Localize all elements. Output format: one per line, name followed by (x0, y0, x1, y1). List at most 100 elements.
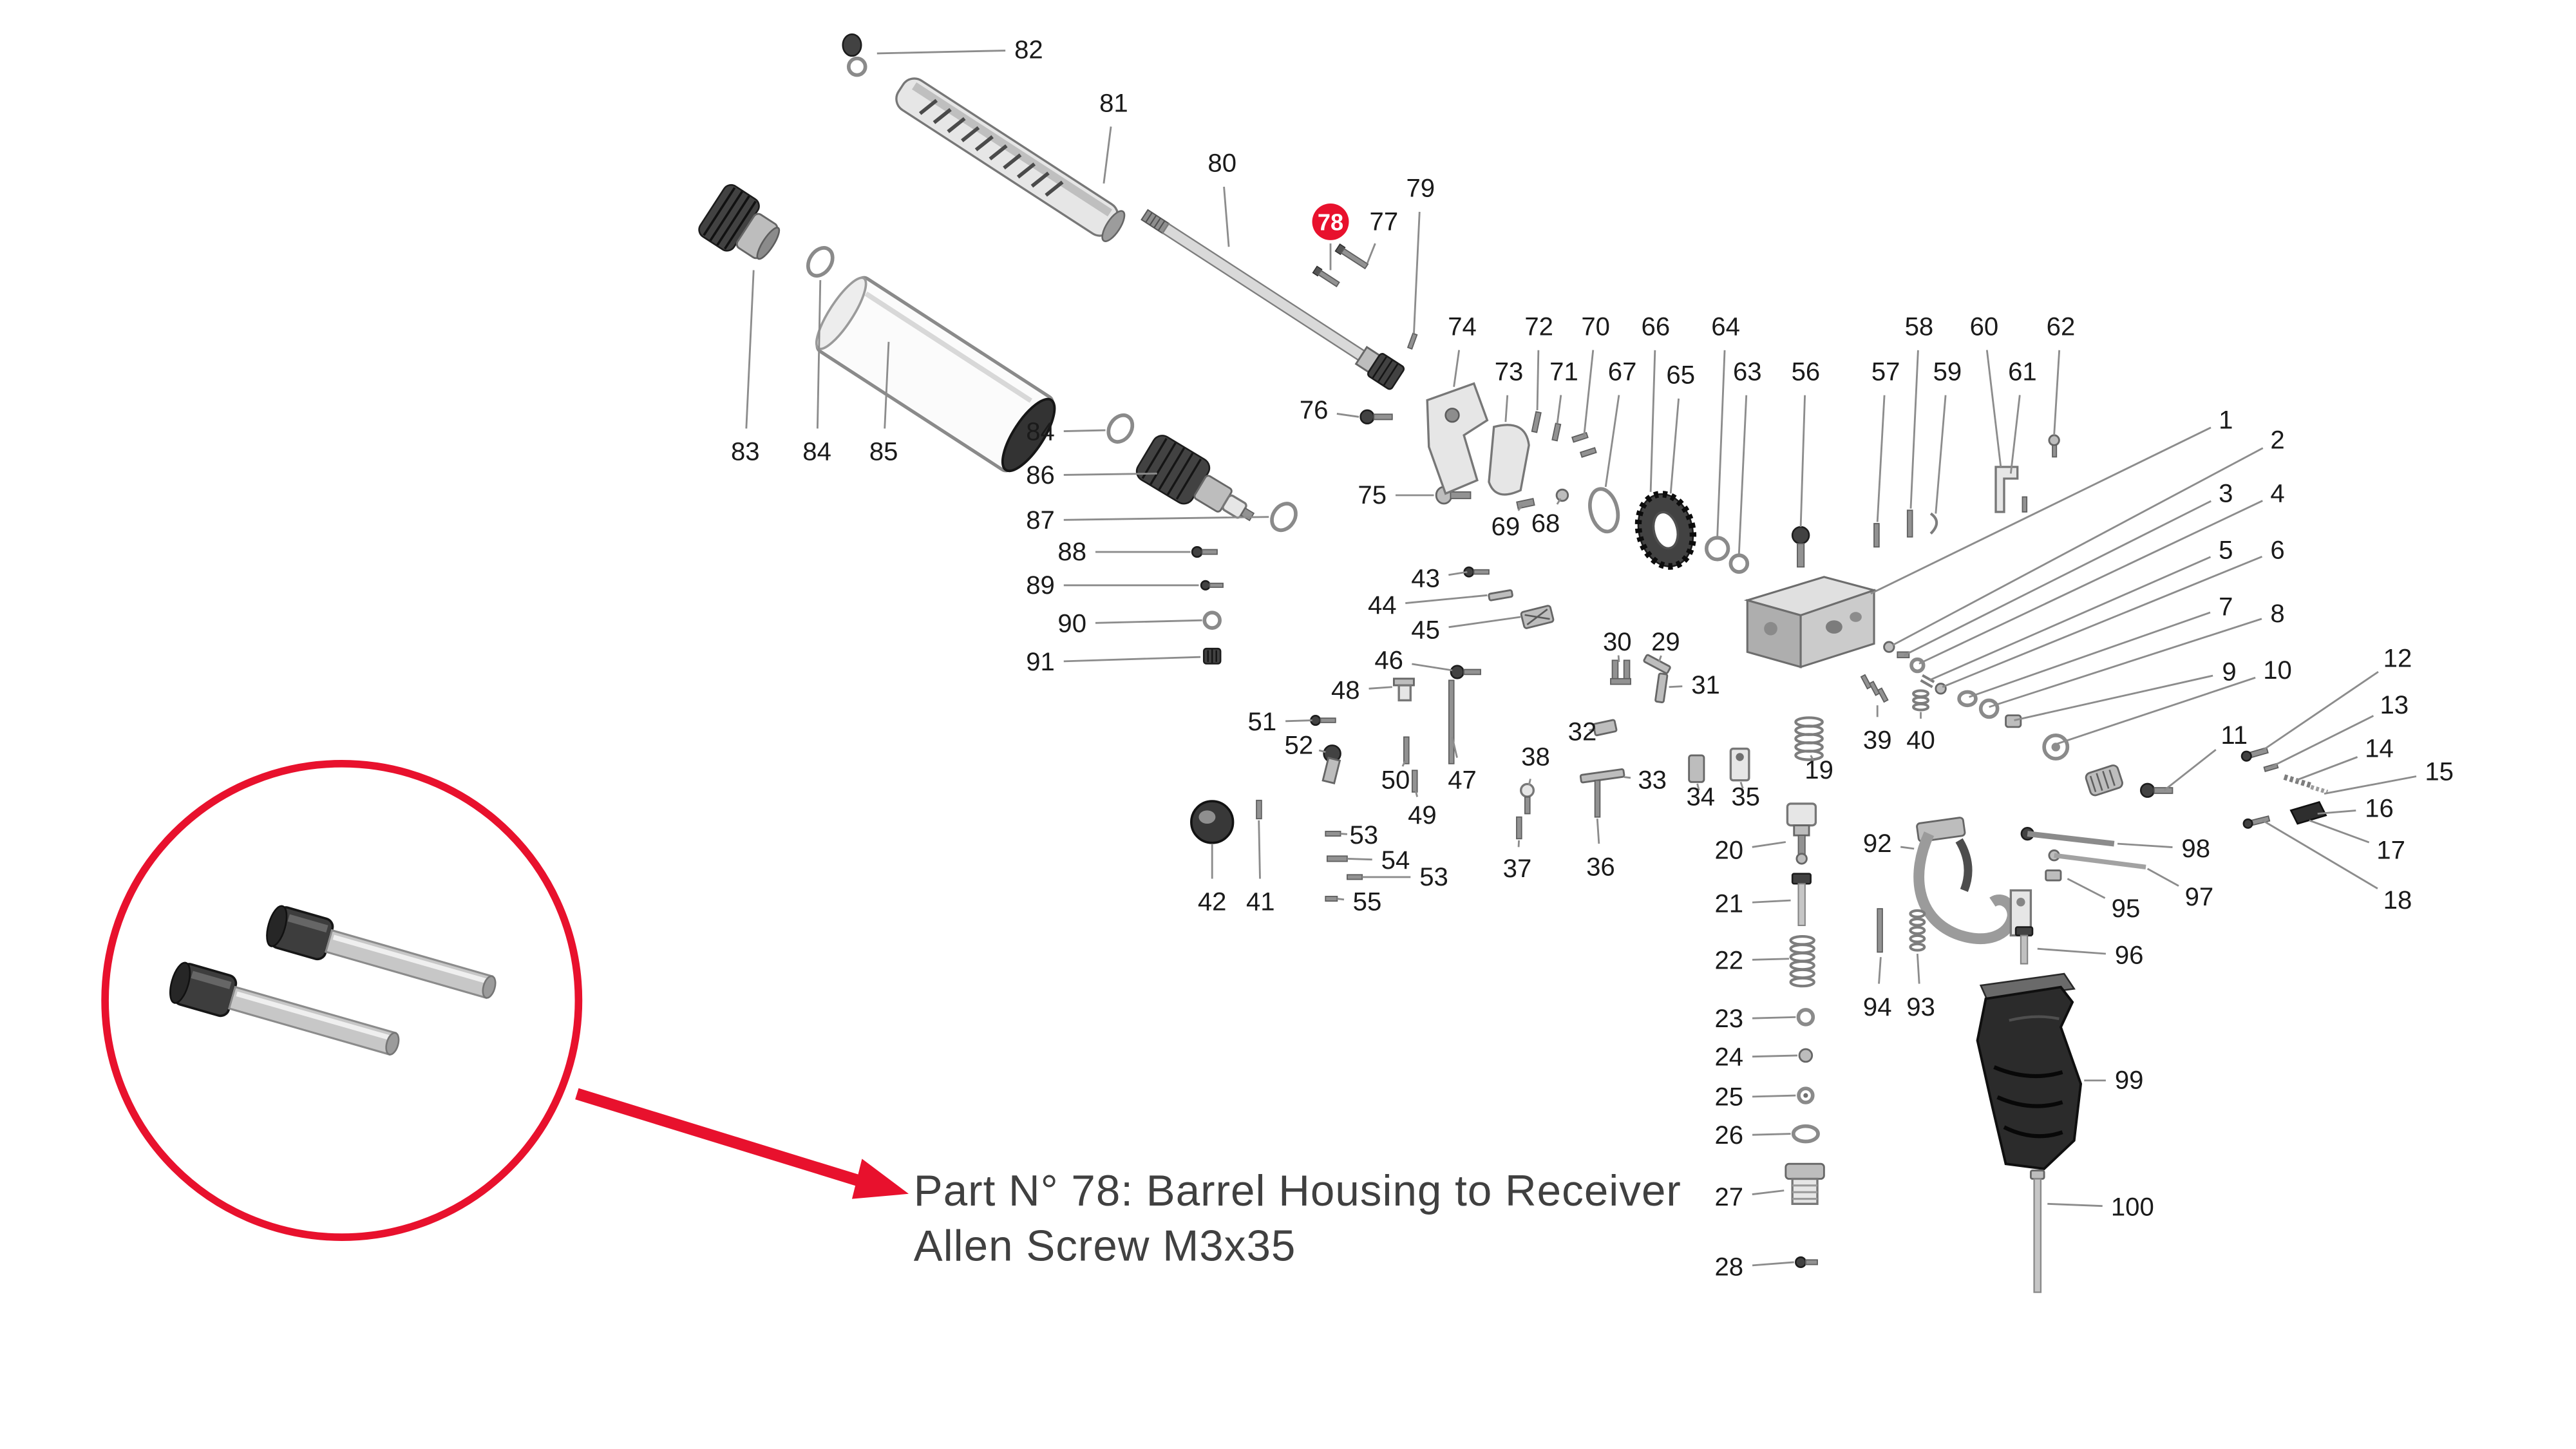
leader-line-73 (1504, 395, 1509, 422)
leader-line-67 (1604, 395, 1620, 488)
part-100-stock-bolt (2029, 1170, 2045, 1293)
part-label-79: 79 (1406, 174, 1435, 203)
part-59-clip (1929, 512, 1938, 535)
leader-line-86 (1063, 472, 1157, 476)
part-69-clip (1516, 498, 1535, 509)
part-label-59: 59 (1933, 357, 1962, 386)
part-label-93: 93 (1906, 992, 1935, 1021)
leader-line-44 (1405, 594, 1488, 604)
leader-line-57 (1876, 395, 1886, 522)
part-label-8: 8 (2270, 599, 2284, 628)
part-label-24: 24 (1714, 1042, 1743, 1071)
part-label-36: 36 (1586, 852, 1615, 881)
part-label-84: 84 (802, 437, 831, 466)
leader-line-96 (2037, 947, 2107, 955)
part-label-99: 99 (2115, 1066, 2144, 1095)
part-label-69: 69 (1492, 512, 1520, 541)
leader-line-81 (1103, 126, 1112, 184)
leader-line-33 (1624, 776, 1631, 779)
leader-line-22 (1752, 958, 1790, 961)
part-27-fill-plug (1785, 1162, 1825, 1206)
part-label-57: 57 (1871, 357, 1900, 386)
part-label-86: 86 (1026, 460, 1055, 489)
leader-line-84 (1063, 429, 1106, 433)
part-label-27: 27 (1714, 1182, 1743, 1211)
part-60-61-sight-bracket (1994, 466, 2028, 513)
part-label-3: 3 (2219, 478, 2233, 507)
part-label-75: 75 (1358, 480, 1387, 509)
leader-line-3 (1903, 500, 2211, 656)
allen-screw-large-2 (169, 961, 400, 1056)
part-label-71: 71 (1549, 357, 1578, 386)
part-label-42: 42 (1198, 887, 1227, 916)
part-89-screw (1200, 580, 1224, 591)
leader-line-56 (1799, 395, 1806, 527)
part-label-1: 1 (2219, 405, 2233, 434)
part-label-45: 45 (1411, 616, 1440, 645)
parts-12-to-18-springs-screws (2240, 746, 2329, 829)
part-label-14: 14 (2365, 734, 2394, 762)
part-label-12: 12 (2383, 644, 2412, 673)
part-79-pin (1406, 332, 1418, 350)
part-label-85: 85 (869, 437, 898, 466)
leader-line-1 (1870, 426, 2211, 595)
leader-line-10 (2057, 676, 2256, 745)
leader-line-72 (1536, 350, 1540, 411)
part-label-61: 61 (2008, 357, 2037, 386)
part-label-21: 21 (1714, 889, 1743, 918)
part-label-49: 49 (1408, 800, 1437, 829)
part-91-plug (1202, 647, 1222, 665)
part-label-92: 92 (1863, 829, 1892, 858)
part-label-54: 54 (1381, 846, 1410, 875)
leader-line-47 (1451, 737, 1458, 758)
part-label-31: 31 (1691, 670, 1720, 699)
part-73-link (1488, 424, 1530, 496)
part-80-barrel (1141, 209, 1405, 390)
callout-text-line2: Allen Screw M3x35 (914, 1222, 1296, 1270)
part-64-washer (1704, 536, 1730, 562)
callout-text-line1: Part N° 78: Barrel Housing to Receiver (914, 1167, 1681, 1215)
part-81-barrel-shroud (895, 77, 1126, 242)
part-76-screw (1359, 409, 1393, 424)
part-label-78: 78 (1318, 209, 1343, 235)
part-23-washer (1796, 1008, 1815, 1027)
part-label-7: 7 (2219, 592, 2233, 621)
part-label-37: 37 (1503, 854, 1532, 883)
fan-small-parts-1-to-11 (1883, 641, 2174, 798)
leader-line-69 (1517, 504, 1523, 511)
part-84-o-ring-front (806, 246, 835, 278)
leader-line-21 (1752, 899, 1791, 904)
part-label-84: 84 (1026, 417, 1055, 446)
part-label-67: 67 (1608, 357, 1637, 386)
leader-line-59 (1935, 395, 1947, 514)
part-42-end-cap (1190, 800, 1235, 844)
part-label-18: 18 (2383, 886, 2412, 914)
leader-line-74 (1453, 350, 1461, 387)
part-label-58: 58 (1905, 312, 1934, 341)
part-label-11: 11 (2221, 721, 2248, 750)
leader-line-23 (1752, 1016, 1796, 1019)
part-label-77: 77 (1370, 207, 1399, 236)
leader-line-93 (1916, 953, 1920, 984)
part-label-16: 16 (2365, 794, 2394, 823)
part-label-98: 98 (2181, 834, 2210, 863)
part-label-65: 65 (1666, 361, 1695, 390)
leader-line-64 (1716, 350, 1726, 537)
leader-line-8 (1989, 618, 2262, 708)
part-40-spring (1912, 689, 1929, 712)
leader-line-35 (1739, 781, 1744, 789)
part-74-cocking-lever (1426, 382, 1489, 495)
leader-line-20 (1752, 841, 1786, 848)
part-24-washer (1798, 1048, 1814, 1063)
leader-line-17 (2309, 819, 2370, 844)
leader-line-32 (1589, 728, 1596, 732)
part-83-muzzle-nut (698, 184, 781, 260)
part-88-screw (1191, 545, 1218, 558)
leader-line-19 (1810, 755, 1815, 762)
inset-magnifier (101, 760, 583, 1241)
part-label-82: 82 (1014, 35, 1043, 64)
leader-line-14 (2295, 756, 2358, 782)
part-label-64: 64 (1711, 312, 1740, 341)
part-label-76: 76 (1300, 395, 1329, 424)
